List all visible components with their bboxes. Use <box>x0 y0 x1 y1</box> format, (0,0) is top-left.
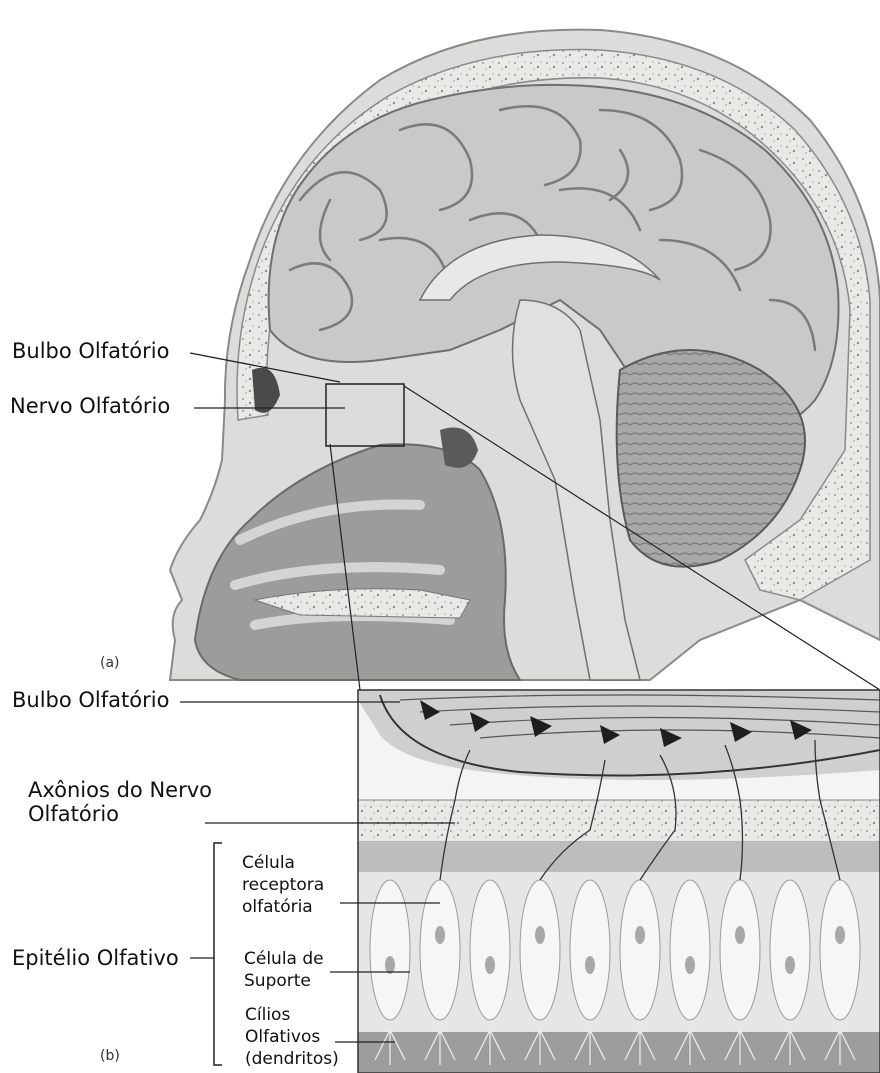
cribriform-plate <box>358 800 880 842</box>
label-panel-b: (b) <box>100 1048 120 1064</box>
label-cilios-olfativos: Cílios Olfativos (dendritos) <box>245 1004 340 1070</box>
label-bulbo-olfatorio-bottom: Bulbo Olfatório <box>12 688 169 712</box>
label-nervo-olfatorio-top: Nervo Olfatório <box>10 394 170 418</box>
label-axonios-nervo: Axônios do Nervo Olfatório <box>28 778 228 826</box>
label-epitelio-olfativo: Epitélio Olfativo <box>12 946 179 970</box>
head-sagittal-section <box>170 30 880 690</box>
label-celula-suporte: Célula de Suporte <box>244 948 339 992</box>
label-panel-a: (a) <box>100 655 120 671</box>
epitelio-bracket <box>214 843 222 1065</box>
label-celula-receptora: Célula receptora olfatória <box>242 852 342 918</box>
label-bulbo-olfatorio-top: Bulbo Olfatório <box>12 339 169 363</box>
